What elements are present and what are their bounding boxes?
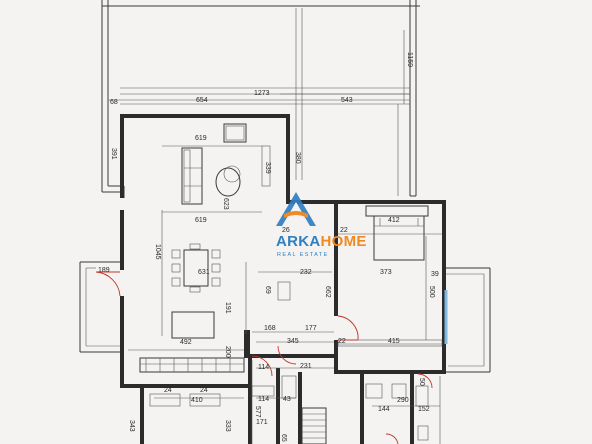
dim-168: 168 [264,325,276,332]
dimension-labels: 68 654 1273 543 619 619 26 22 412 631 23… [98,90,439,426]
dim-189: 189 [98,267,110,274]
kitchen [128,311,245,373]
dim-492: 492 [180,339,192,346]
left-balcony [79,261,121,353]
dim-343: 343 [128,420,135,432]
hallway-and-stairs [149,281,441,444]
dim-391: 391 [110,148,117,160]
dim-24-b: 24 [200,387,208,394]
dim-65: 65 [280,434,287,442]
brand-suffix: HOME [321,233,367,250]
dim-69: 69 [264,286,271,294]
dim-177: 177 [305,325,317,332]
dim-191: 191 [224,302,231,314]
dim-380: 380 [294,152,301,164]
dim-152: 152 [418,406,430,413]
dim-373: 373 [380,269,392,276]
dim-339: 339 [264,162,271,174]
bedroom [337,205,443,347]
dim-68: 68 [110,99,118,106]
living-room-furniture [181,123,271,205]
dining-furniture [171,243,221,293]
main-walls [120,114,446,444]
arkahome-watermark: ARKAHOME REAL ESTATE [276,192,367,258]
dim-500: 500 [428,286,435,298]
dim-231: 231 [300,363,312,370]
dim-50: 50 [418,378,425,386]
dim-22-a: 22 [340,227,348,234]
dim-654: 654 [196,97,208,104]
dimension-leaders [108,93,442,444]
dim-623: 623 [222,198,229,210]
dim-200: 200 [224,346,231,358]
brand-prefix: ARKA [276,233,321,250]
svg-text:ARKAHOME: ARKAHOME [276,233,367,250]
right-balcony [444,267,491,373]
dim-290: 290 [397,397,409,404]
dim-577: 577 [254,406,261,418]
dim-114-b: 114 [258,396,269,403]
dim-1273: 1273 [254,90,270,97]
dim-171: 171 [256,419,268,426]
dim-1159: 1159 [406,52,413,67]
dim-333: 333 [224,420,231,432]
dim-144: 144 [378,406,390,413]
dim-43: 43 [283,396,291,403]
dim-22-b: 22 [338,338,346,345]
dim-631: 631 [198,269,210,276]
dim-415: 415 [388,338,400,345]
dim-662: 662 [324,286,331,298]
dim-1045: 1045 [154,244,161,260]
dim-39: 39 [431,271,439,278]
dim-114-a: 114 [258,364,269,371]
brand-tagline: REAL ESTATE [277,252,329,258]
dim-232: 232 [300,269,312,276]
dimension-labels-vertical: 1159 391 623 380 339 1045 500 191 662 69… [110,52,435,442]
dim-345: 345 [287,338,299,345]
dim-619-top: 619 [195,135,207,142]
dim-619-mid: 619 [195,217,207,224]
dim-24-a: 24 [164,387,172,394]
dim-412: 412 [388,217,400,224]
dim-543: 543 [341,97,353,104]
dim-410: 410 [191,397,203,404]
dim-26: 26 [282,227,290,234]
